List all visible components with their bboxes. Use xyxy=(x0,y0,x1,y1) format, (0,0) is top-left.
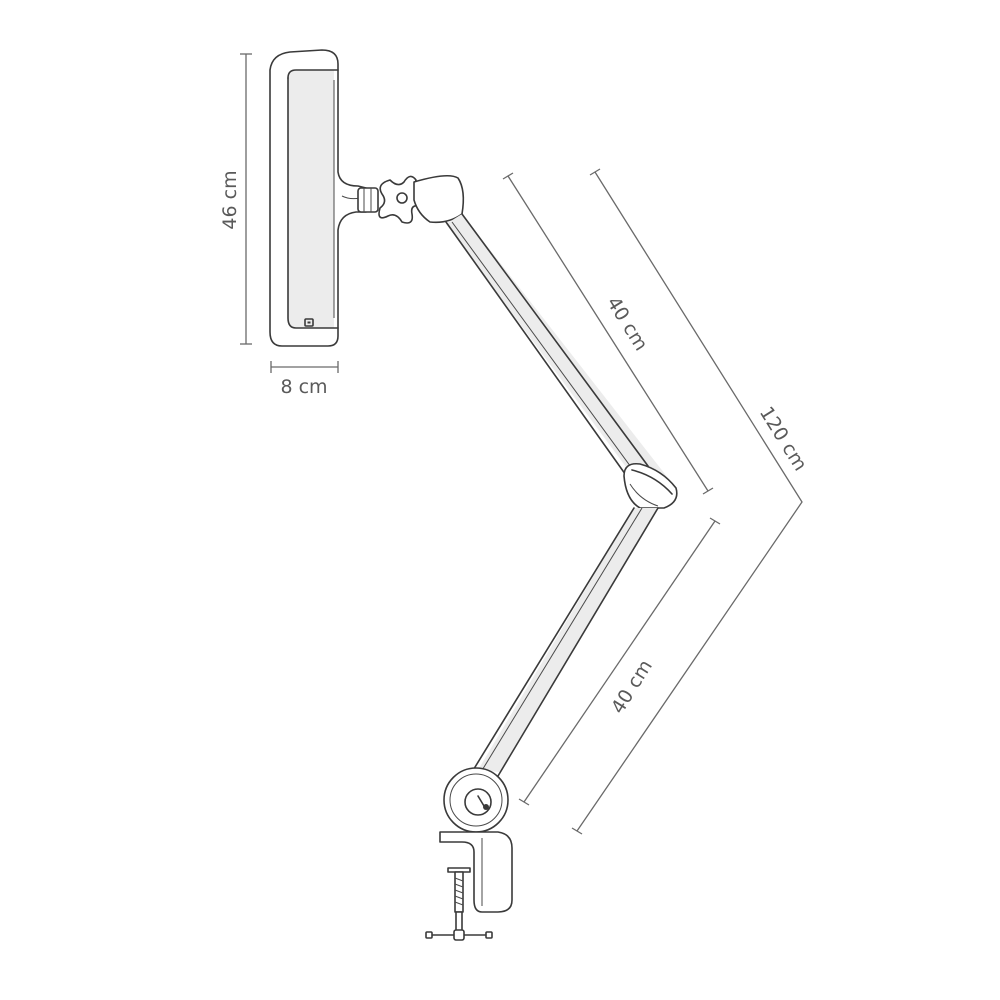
lower-arm-label: 40 cm xyxy=(607,656,657,718)
desk-clamp xyxy=(425,831,513,941)
total-length-label: 120 cm xyxy=(755,403,811,475)
elbow-joint xyxy=(623,462,678,509)
lower-arm xyxy=(471,507,659,777)
dimension-head-width: 8 cm xyxy=(270,361,339,398)
lamp-head xyxy=(269,49,367,347)
upper-arm xyxy=(413,174,668,494)
base-pivot xyxy=(443,767,509,833)
dimension-head-height: 46 cm xyxy=(219,53,252,345)
head-height-label: 46 cm xyxy=(219,170,241,229)
head-hinge xyxy=(357,187,379,213)
head-width-label: 8 cm xyxy=(280,376,327,398)
dimension-total-length: 120 cm xyxy=(571,168,811,835)
upper-arm-label: 40 cm xyxy=(602,293,652,355)
